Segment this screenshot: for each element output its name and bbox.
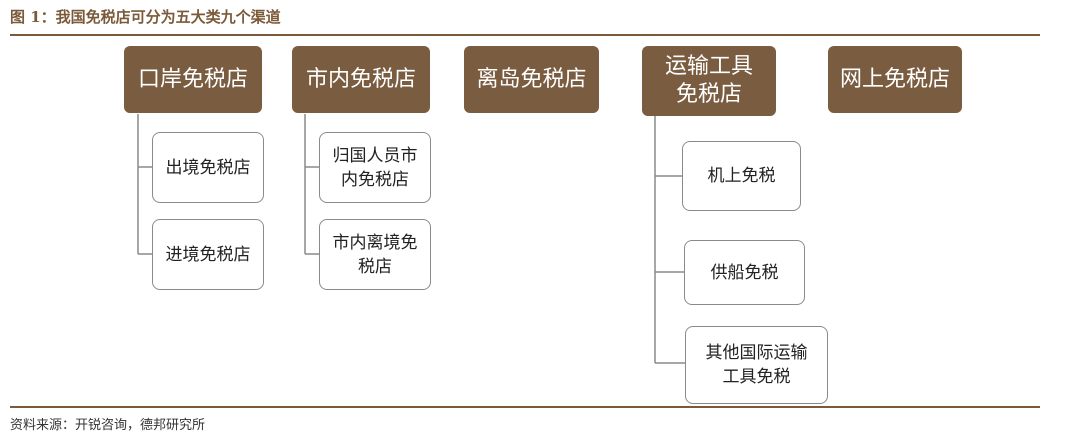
sub-other-transport-duty-free: 其他国际运输工具免税 (685, 326, 828, 404)
category-downtown-duty-free: 市内免税店 (292, 46, 430, 113)
figure-title: 图 1：我国免税店可分为五大类九个渠道 (10, 8, 281, 26)
sub-returnee-downtown-duty-free: 归国人员市内免税店 (319, 132, 431, 203)
sub-ship-supply-duty-free: 供船免税 (684, 240, 805, 305)
sub-downtown-departure-duty-free: 市内离境免税店 (319, 219, 431, 290)
sub-inflight-duty-free: 机上免税 (682, 141, 801, 211)
category-transport-duty-free: 运输工具免税店 (642, 46, 776, 116)
category-online-duty-free: 网上免税店 (828, 46, 962, 113)
source-note: 资料来源：开锐咨询，德邦研究所 (10, 418, 206, 433)
sub-inbound-duty-free: 进境免税店 (152, 219, 264, 290)
bottom-divider (10, 406, 1040, 408)
sub-outbound-duty-free: 出境免税店 (152, 132, 264, 203)
top-divider (10, 34, 1040, 36)
category-offshore-island-duty-free: 离岛免税店 (464, 46, 599, 113)
category-port-duty-free: 口岸免税店 (124, 46, 262, 113)
